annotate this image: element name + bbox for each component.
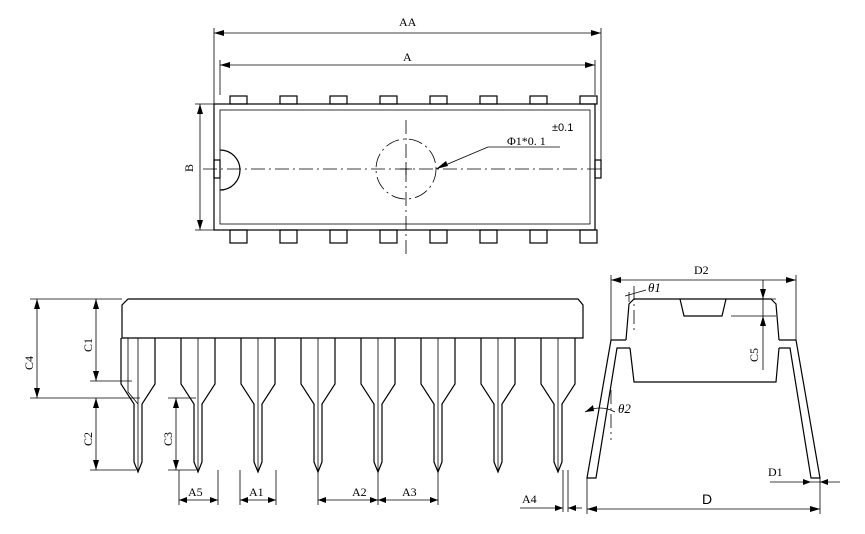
- front-body: [121, 298, 584, 339]
- top-pin: [429, 95, 448, 105]
- tolerance-top-label: ±0.1: [552, 122, 573, 134]
- top-view: Φ1*0. 1 ±0.1 AA A B: [182, 15, 605, 258]
- top-pin: [479, 95, 498, 105]
- front-lead: [240, 338, 276, 474]
- top-pins-upper: [229, 95, 598, 105]
- front-leads: [120, 338, 576, 474]
- bottom-pin: [429, 229, 448, 244]
- dim-A2-label: A2: [352, 485, 367, 499]
- bottom-pin: [479, 229, 498, 244]
- front-lead: [480, 338, 516, 474]
- theta2-label: θ2: [618, 401, 631, 416]
- bottom-pin: [529, 229, 548, 244]
- dim-D1-label: D1: [768, 465, 783, 479]
- side-lead-right: [779, 339, 821, 479]
- dim-C2-label: C2: [81, 432, 95, 446]
- front-view: C4 C1 C2 C3 A5 A1: [22, 298, 584, 512]
- front-lead: [180, 338, 216, 474]
- top-pin: [279, 95, 298, 105]
- front-lead: [540, 338, 576, 474]
- orientation-notch: [219, 149, 241, 191]
- top-pin: [579, 95, 598, 105]
- dim-C3-label: C3: [161, 432, 175, 446]
- top-body-inner: [219, 109, 591, 225]
- top-pin: [229, 95, 248, 105]
- dim-D2-label: D2: [694, 263, 709, 277]
- tolerance-hole-label: Φ1*0. 1: [507, 134, 546, 148]
- dim-AA-label: AA: [399, 15, 417, 29]
- front-lead-edge: [127, 338, 139, 405]
- top-pins-lower: [229, 229, 598, 244]
- bottom-pin: [379, 229, 398, 244]
- top-pin: [379, 95, 398, 105]
- dim-A-label: A: [403, 50, 412, 64]
- top-body-outer: [213, 103, 596, 231]
- bottom-pin: [279, 229, 298, 244]
- side-view: D2 θ1 C5 θ2 D D1: [584, 263, 840, 514]
- top-pin: [529, 95, 548, 105]
- side-body: [625, 298, 780, 341]
- dim-A5-label: A5: [188, 485, 203, 499]
- side-slot: [679, 298, 727, 317]
- dim-C4-label: C4: [22, 356, 36, 370]
- theta1-label: θ1: [648, 280, 661, 295]
- dim-A1-label: A1: [249, 485, 264, 499]
- side-lead-left: [586, 339, 630, 479]
- front-lead: [120, 338, 156, 474]
- top-pin: [329, 95, 348, 105]
- bottom-pin: [329, 229, 348, 244]
- dim-B-label: B: [182, 164, 196, 172]
- bottom-pin: [579, 229, 598, 244]
- dim-D-label: D: [702, 491, 712, 507]
- dim-C5-label: C5: [747, 348, 761, 362]
- dim-C1-label: C1: [81, 338, 95, 352]
- bottom-pin: [229, 229, 248, 244]
- dim-A3-label: A3: [402, 485, 417, 499]
- dim-A4-label: A4: [522, 492, 537, 506]
